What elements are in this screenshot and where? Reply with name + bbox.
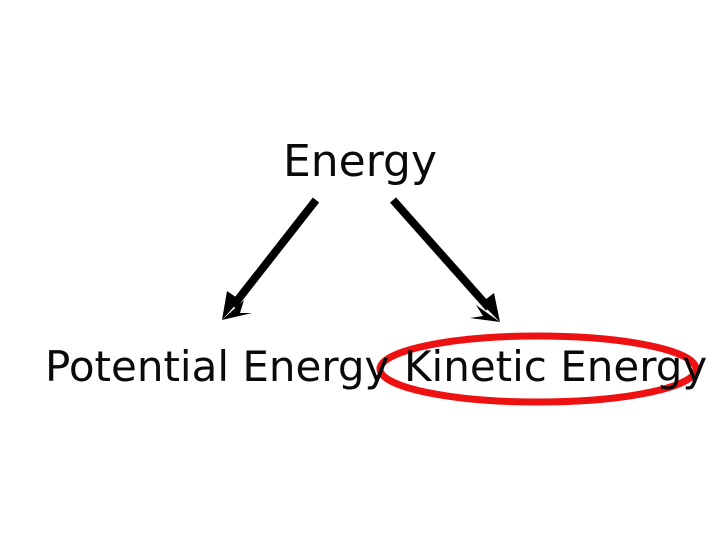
kinetic-energy-highlight-ellipse (376, 332, 700, 406)
arrow-energy-to-kinetic (390, 197, 500, 322)
node-label-kinetic-energy: Kinetic Energy (404, 342, 708, 391)
arrow-shaft-left (229, 197, 320, 309)
arrowhead-right-barb (481, 293, 500, 322)
arrow-shaft-right (390, 197, 492, 311)
node-label-potential-energy: Potential Energy (45, 342, 390, 391)
arrow-energy-to-potential (222, 197, 320, 320)
arrowhead-left-barb (222, 291, 240, 320)
arrowhead-right (470, 305, 500, 322)
node-label-energy: Energy (282, 136, 438, 187)
arrowhead-left (222, 300, 252, 320)
